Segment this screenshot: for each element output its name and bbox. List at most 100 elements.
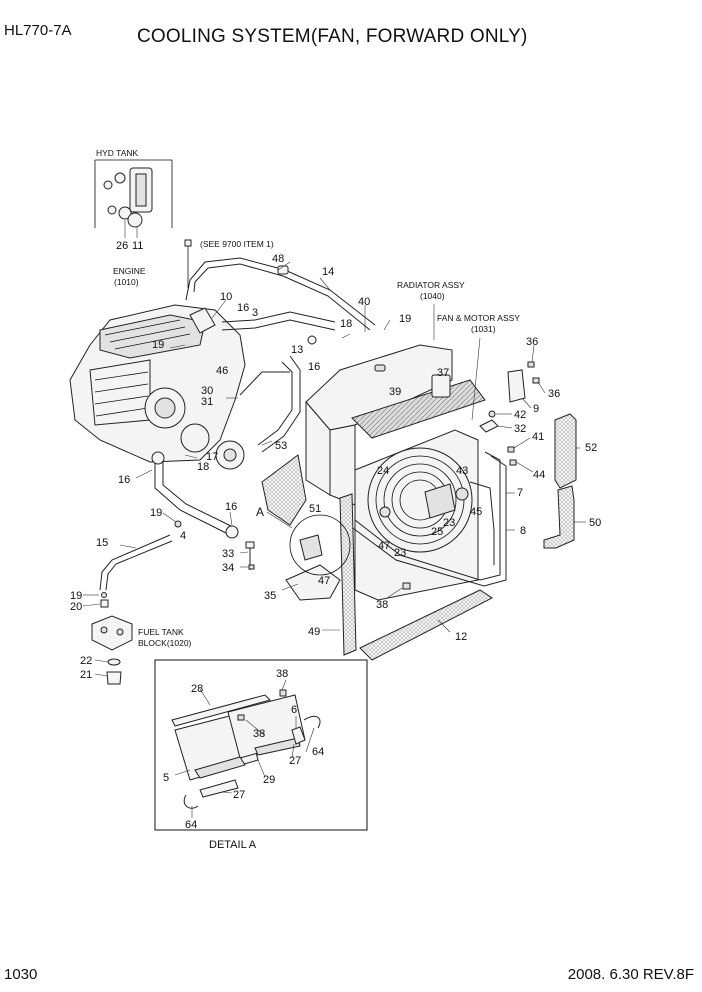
callout-64-b: 64 — [185, 819, 197, 831]
seal-50 — [543, 485, 575, 549]
bolts-33-34 — [245, 541, 255, 570]
callout-39: 39 — [389, 386, 401, 398]
fan-motor-assembly — [354, 429, 479, 601]
callout-13: 13 — [291, 344, 303, 356]
callout-41: 41 — [532, 431, 544, 443]
label-fuel-tank: FUEL TANK — [138, 627, 184, 637]
callout-45: 45 — [470, 506, 482, 518]
callout-36-b: 36 — [548, 388, 560, 400]
callout-5: 5 — [163, 772, 169, 784]
callout-42: 42 — [514, 409, 526, 421]
callout-19-b: 19 — [152, 339, 164, 351]
seal-12 — [359, 589, 493, 661]
guard-shroud — [261, 454, 307, 526]
callout-24: 24 — [377, 465, 389, 477]
bracket-9 — [479, 361, 540, 466]
label-radiator: RADIATOR ASSY — [397, 280, 465, 290]
callout-64-a: 64 — [312, 746, 324, 758]
callout-12: 12 — [455, 631, 467, 643]
callout-16-b: 16 — [308, 361, 320, 373]
callout-6: 6 — [291, 704, 297, 716]
label-detail-a: DETAIL A — [209, 839, 257, 851]
pipe-16-4 — [151, 451, 239, 539]
pipe-15 — [99, 534, 173, 591]
label-engine-ref: (1010) — [114, 277, 139, 287]
callout-27-b: 27 — [233, 789, 245, 801]
radiator-assembly — [305, 344, 486, 506]
label-fuel-block: BLOCK(1020) — [138, 638, 192, 648]
callout-16-a: 16 — [237, 302, 249, 314]
hose-53 — [257, 355, 301, 453]
model-number: HL770-7A — [4, 22, 72, 39]
callout-10: 10 — [220, 291, 232, 303]
page-title: COOLING SYSTEM(FAN, FORWARD ONLY) — [137, 26, 528, 47]
callout-11: 11 — [132, 240, 143, 252]
revision-date: 2008. 6.30 REV.8F — [567, 966, 694, 983]
callout-38-a: 38 — [376, 599, 388, 611]
callout-38-c: 38 — [253, 728, 265, 740]
callout-47-a: 47 — [378, 540, 390, 552]
callout-21: 21 — [80, 669, 92, 681]
label-fan-motor-ref: (1031) — [471, 324, 496, 334]
callout-16-c: 16 — [118, 474, 130, 486]
seal-49 — [339, 493, 357, 656]
detail-a-box — [154, 659, 368, 831]
callout-37: 37 — [437, 367, 449, 379]
seal-52 — [554, 413, 577, 489]
callout-48: 48 — [272, 253, 284, 265]
callout-19-d: 19 — [70, 590, 82, 602]
hose-13 — [221, 311, 336, 345]
callout-47-b: 47 — [318, 575, 330, 587]
callout-28: 28 — [191, 683, 203, 695]
fittings-19-20 — [100, 592, 109, 608]
callout-19-a: 19 — [399, 313, 411, 325]
callout-51: 51 — [309, 503, 321, 515]
callout-53: 53 — [275, 440, 287, 452]
bolt-38 — [402, 582, 411, 590]
callout-18-b: 18 — [197, 461, 209, 473]
callout-52: 52 — [585, 442, 597, 454]
engine-assembly — [69, 304, 290, 470]
callout-15: 15 — [96, 537, 108, 549]
callout-18-a: 18 — [340, 318, 352, 330]
top-bolt — [184, 239, 192, 288]
callout-16-d: 16 — [225, 501, 237, 513]
bracket-35 — [285, 534, 341, 601]
label-radiator-ref: (1040) — [420, 291, 445, 301]
callout-30: 30 — [201, 385, 213, 397]
label-detail-marker: A — [256, 505, 264, 519]
leader-lines — [82, 261, 586, 818]
callout-14: 14 — [322, 266, 334, 278]
callout-44: 44 — [533, 469, 545, 481]
callout-33: 33 — [222, 548, 234, 560]
label-engine: ENGINE — [113, 266, 146, 276]
callout-23-a: 23 — [443, 517, 455, 529]
callout-46: 46 — [216, 365, 228, 377]
label-hyd-tank: HYD TANK — [96, 148, 139, 158]
callout-26: 26 — [116, 240, 128, 252]
label-see-note: (SEE 9700 ITEM 1) — [200, 239, 274, 249]
callout-25: 25 — [431, 526, 443, 538]
callout-43: 43 — [456, 465, 468, 477]
callout-22: 22 — [80, 655, 92, 667]
hose-7-8 — [349, 451, 507, 587]
callout-50: 50 — [589, 517, 601, 529]
callout-7: 7 — [517, 487, 523, 499]
callout-40: 40 — [358, 296, 370, 308]
callout-38-b: 38 — [276, 668, 288, 680]
callout-32: 32 — [514, 423, 526, 435]
callout-49: 49 — [308, 626, 320, 638]
page-number: 1030 — [4, 966, 38, 983]
callout-8: 8 — [520, 525, 526, 537]
callout-27-a: 27 — [289, 755, 301, 767]
callout-35: 35 — [264, 590, 276, 602]
callout-36-a: 36 — [526, 336, 538, 348]
callout-34: 34 — [222, 562, 234, 574]
callout-23-b: 23 — [394, 547, 406, 559]
label-fan-motor: FAN & MOTOR ASSY — [437, 313, 520, 323]
detail-a-callout-circle — [266, 511, 351, 576]
callout-31: 31 — [201, 396, 213, 408]
callout-20: 20 — [70, 601, 82, 613]
callout-17: 17 — [206, 451, 218, 463]
